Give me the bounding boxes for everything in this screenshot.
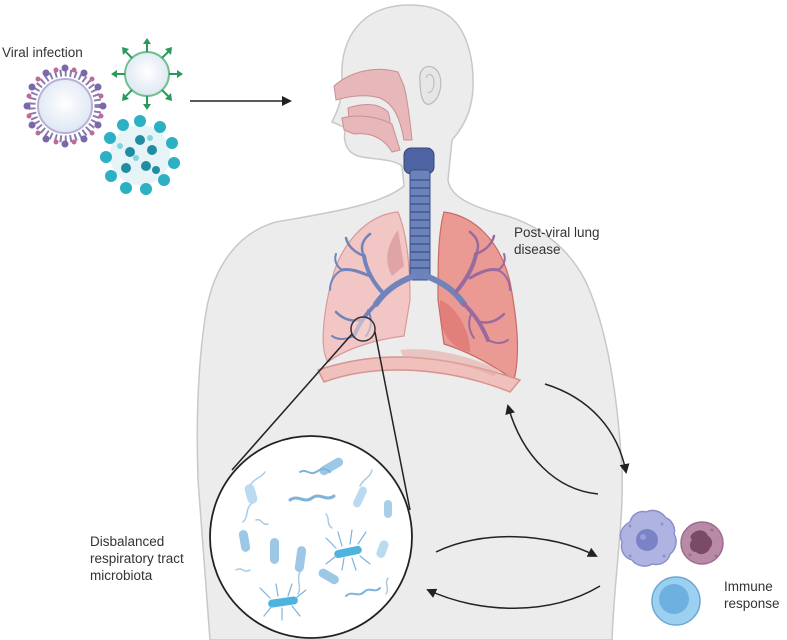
bacteria-icon — [288, 494, 336, 502]
bacteria-icon — [242, 471, 266, 523]
macrophage-icon — [619, 509, 677, 567]
bacteria-icon — [384, 500, 392, 518]
arrow-immune-to-microbiota — [426, 585, 601, 609]
virus-green-icon — [111, 38, 183, 110]
bacteria-icon — [259, 583, 307, 621]
lymphocyte-icon — [651, 576, 701, 626]
neutrophil-icon — [680, 521, 724, 565]
microbiota-label: Disbalanced respiratory tract microbiota — [90, 534, 184, 583]
lungs — [322, 211, 519, 381]
trachea-tube — [409, 169, 431, 281]
bacteria-group — [235, 457, 392, 621]
nasal-cavity — [333, 68, 413, 141]
bacteria-icon — [238, 530, 251, 552]
bacteria-icon — [345, 587, 381, 597]
ear-detail — [425, 74, 435, 93]
arrow-immune-to-lung — [505, 404, 599, 495]
bacteria-icon — [235, 513, 389, 595]
virus-purple-icon — [23, 64, 107, 148]
trachea-rings — [410, 179, 430, 269]
diaphragm-highlight — [400, 349, 500, 376]
zoom-callout — [209, 316, 413, 639]
bacteria-icon — [353, 469, 373, 508]
bacteria-icon — [376, 540, 389, 558]
ear-icon — [419, 65, 442, 105]
bacteria-icon — [318, 568, 339, 585]
arrow-lung-to-immune — [544, 383, 630, 474]
microbiota-magnified-circle — [209, 435, 413, 639]
left-lung-inner — [387, 230, 404, 276]
bacteria-icon — [294, 546, 307, 595]
upper-airway — [333, 68, 413, 153]
zoom-line-left — [231, 333, 353, 471]
virus-teal-icon — [100, 115, 180, 195]
zoom-source-circle — [350, 316, 376, 342]
heart-shadow — [440, 300, 470, 352]
arrow-microbiota-to-immune — [435, 536, 598, 557]
bacteria-icon — [325, 529, 371, 571]
arrows — [190, 96, 630, 609]
post-viral-lung-disease-label: Post-viral lung disease — [514, 225, 600, 257]
bronchial-tree-right — [423, 230, 511, 344]
bacteria-icon — [299, 457, 344, 476]
viral-infection-label: Viral infection — [2, 45, 83, 60]
bacteria-icon — [270, 538, 279, 564]
immune-response-label: Immune response — [724, 579, 780, 611]
mouth-cavity — [341, 115, 401, 153]
zoom-line-right — [374, 331, 411, 511]
